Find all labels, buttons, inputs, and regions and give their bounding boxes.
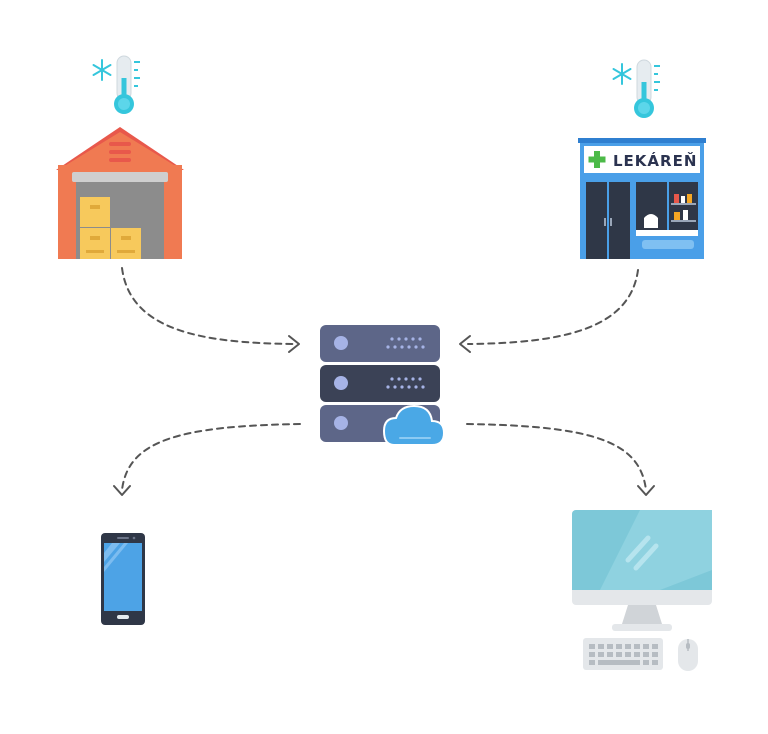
arrowhead-left-icon — [459, 335, 471, 353]
arrowhead-down-icon — [113, 485, 131, 496]
arrow-warehouse-to-server — [121, 267, 294, 345]
arrow-server-to-desktop — [466, 423, 647, 491]
pharmacy-icon: LEKÁREŇ — [578, 138, 706, 259]
smartphone-icon — [101, 533, 145, 625]
arrowhead-down-icon — [637, 485, 655, 496]
pharmacy-sign-text: LEKÁREŇ — [613, 151, 697, 170]
arrow-heads — [113, 335, 655, 496]
desktop-computer-icon — [572, 510, 712, 671]
mouse-icon — [678, 639, 698, 671]
warehouse-icon — [56, 127, 184, 259]
pharmacy-cross-icon — [588, 151, 606, 168]
flow-arrows — [121, 267, 647, 491]
arrowhead-right-icon — [288, 335, 300, 353]
thermometer-snowflake-icon — [612, 59, 660, 118]
arrow-pharmacy-to-server — [467, 269, 639, 345]
thermometer-snowflake-icon — [92, 55, 140, 114]
keyboard-icon — [583, 638, 663, 670]
arrow-server-to-phone — [121, 423, 301, 491]
cloud-icon — [382, 404, 446, 446]
